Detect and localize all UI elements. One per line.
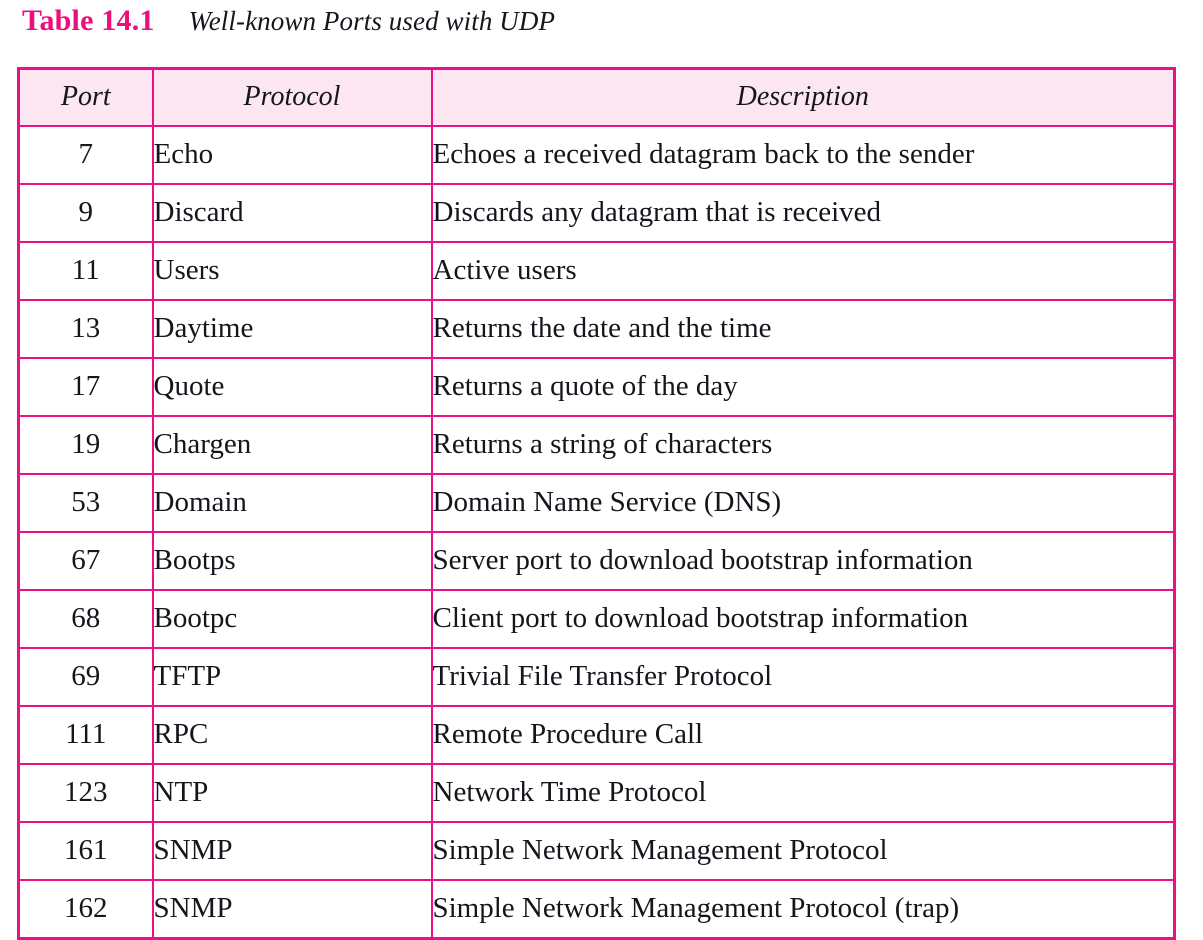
- cell-port: 17: [17, 357, 154, 417]
- cell-port: 13: [17, 299, 154, 359]
- cell-description: Returns the date and the time: [430, 299, 1176, 359]
- cell-port: 67: [17, 531, 154, 591]
- table-caption-text: Well-known Ports used with UDP: [188, 6, 556, 36]
- table-caption: Table 14.1 Well-known Ports used with UD…: [22, 4, 1182, 46]
- cell-protocol: Echo: [151, 125, 433, 185]
- cell-port: 9: [17, 183, 154, 243]
- cell-port: 162: [17, 879, 154, 940]
- cell-port: 7: [17, 125, 154, 185]
- column-header-port: Port: [17, 67, 154, 127]
- cell-protocol: RPC: [151, 705, 433, 765]
- cell-description: Active users: [430, 241, 1176, 301]
- cell-description: Network Time Protocol: [430, 763, 1176, 823]
- cell-port: 161: [17, 821, 154, 881]
- column-header-protocol: Protocol: [151, 67, 433, 127]
- cell-port: 11: [17, 241, 154, 301]
- cell-description: Echoes a received datagram back to the s…: [430, 125, 1176, 185]
- cell-port: 53: [17, 473, 154, 533]
- table-caption-label: Table 14.1: [22, 4, 155, 37]
- cell-port: 68: [17, 589, 154, 649]
- table-header: Port Protocol Description: [17, 67, 1176, 127]
- cell-description: Remote Procedure Call: [430, 705, 1176, 765]
- cell-port: 19: [17, 415, 154, 475]
- cell-protocol: Users: [151, 241, 433, 301]
- cell-description: Client port to download bootstrap inform…: [430, 589, 1176, 649]
- cell-description: Returns a string of characters: [430, 415, 1176, 475]
- cell-protocol: Daytime: [151, 299, 433, 359]
- cell-description: Domain Name Service (DNS): [430, 473, 1176, 533]
- cell-port: 69: [17, 647, 154, 707]
- cell-protocol: Bootpc: [151, 589, 433, 649]
- cell-description: Simple Network Management Protocol: [430, 821, 1176, 881]
- cell-description: Trivial File Transfer Protocol: [430, 647, 1176, 707]
- table-header-row: Port Protocol Description: [17, 67, 1176, 127]
- cell-protocol: NTP: [151, 763, 433, 823]
- column-header-description: Description: [430, 67, 1176, 127]
- cell-protocol: Quote: [151, 357, 433, 417]
- cell-protocol: Bootps: [151, 531, 433, 591]
- cell-protocol: Discard: [151, 183, 433, 243]
- cell-description: Simple Network Management Protocol (trap…: [430, 879, 1176, 940]
- cell-protocol: SNMP: [151, 821, 433, 881]
- cell-protocol: TFTP: [151, 647, 433, 707]
- cell-protocol: Chargen: [151, 415, 433, 475]
- cell-port: 111: [17, 705, 154, 765]
- cell-description: Discards any datagram that is received: [430, 183, 1176, 243]
- cell-port: 123: [17, 763, 154, 823]
- cell-protocol: SNMP: [151, 879, 433, 940]
- document-page: Table 14.1 Well-known Ports used with UD…: [17, 4, 1182, 940]
- cell-description: Returns a quote of the day: [430, 357, 1176, 417]
- cell-protocol: Domain: [151, 473, 433, 533]
- cell-description: Server port to download bootstrap inform…: [430, 531, 1176, 591]
